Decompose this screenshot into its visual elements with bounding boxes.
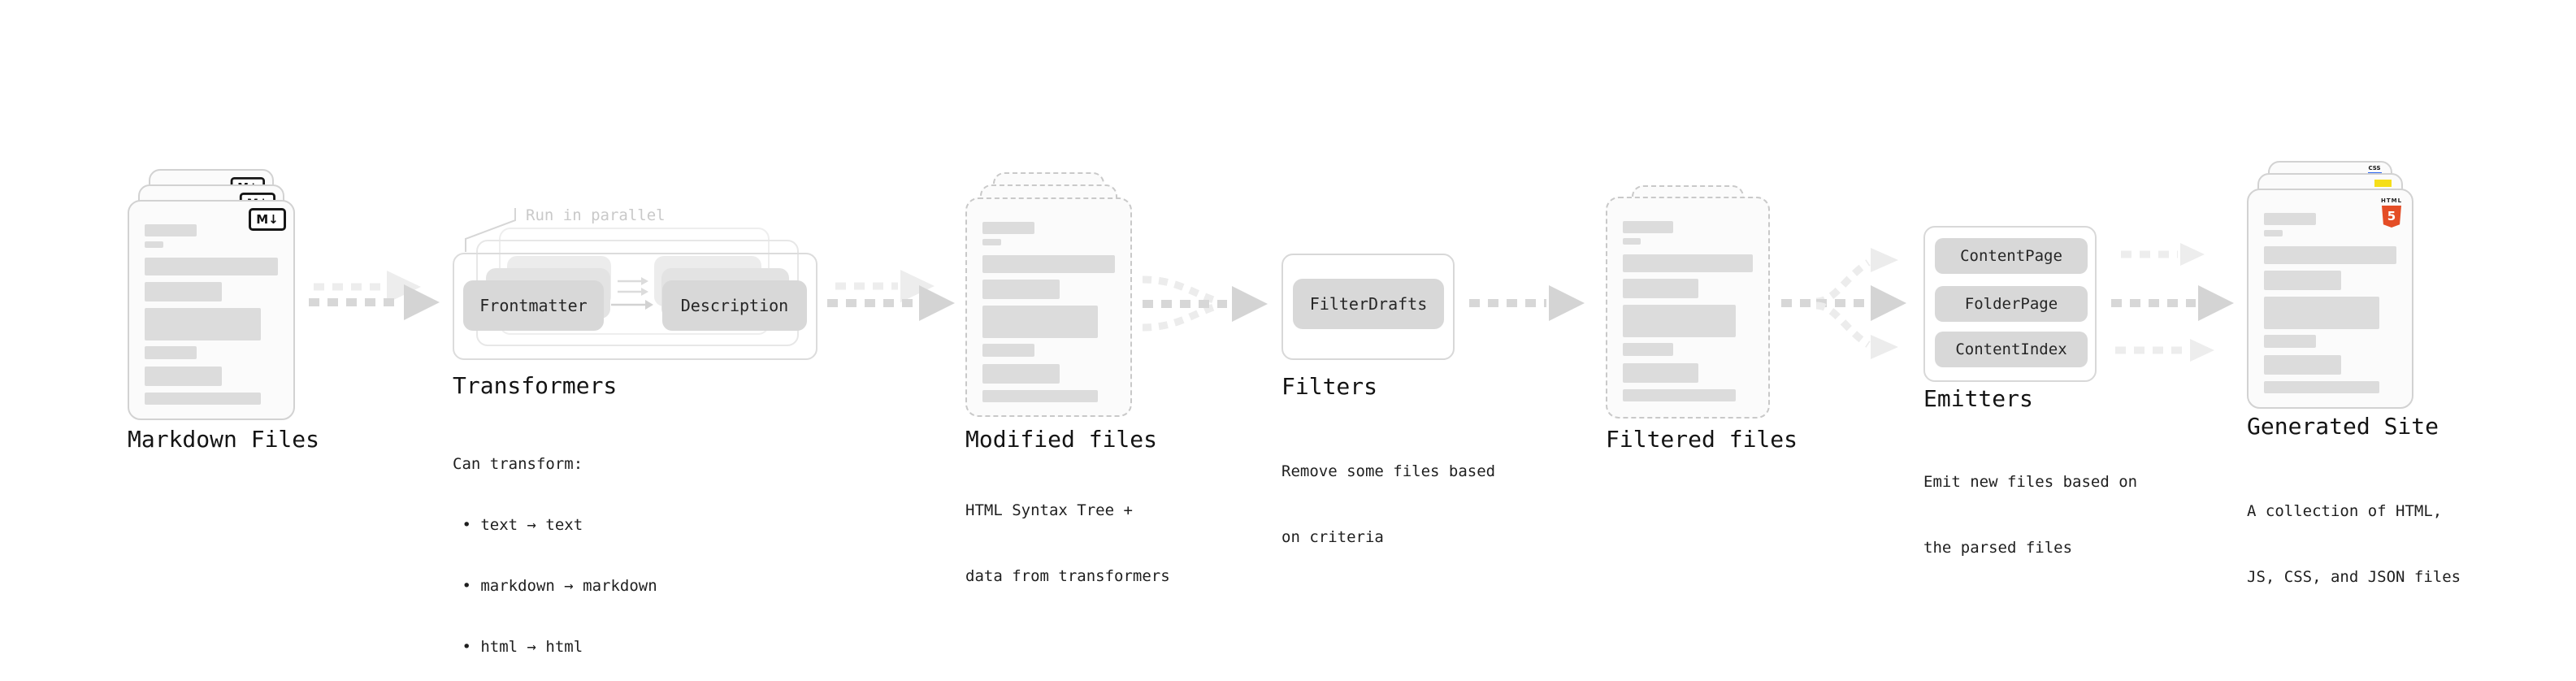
- file-card-front: M↓: [128, 200, 295, 420]
- arrow-filters-to-filtered: [1469, 285, 1585, 321]
- file-card-front: HTML 5: [2247, 189, 2413, 409]
- arrow-transformers-to-modified: [827, 270, 955, 321]
- arrows-emitters-to-site: [2111, 243, 2234, 362]
- file-card-front: [965, 197, 1132, 417]
- stage-label-markdown-files: Markdown Files: [128, 426, 320, 453]
- transformer-box-front: [453, 253, 817, 360]
- stage-label-modified-files: Modified files: [965, 426, 1158, 453]
- stage-description-transformers: Can transform: • text → text • markdown …: [453, 455, 657, 656]
- document-text-placeholder: [2264, 213, 2396, 393]
- markdown-icon: M↓: [249, 208, 286, 231]
- stage-label-filters: Filters: [1281, 373, 1378, 400]
- document-text-placeholder: [1623, 221, 1753, 401]
- stage-description-filters: Remove some files based on criteria: [1281, 462, 1496, 546]
- emitter-node-folderpage: FolderPage: [1935, 286, 2088, 322]
- transformer-node-frontmatter: Frontmatter: [463, 280, 604, 331]
- emitter-node-contentpage: ContentPage: [1935, 238, 2088, 274]
- stage-label-generated-site: Generated Site: [2247, 413, 2439, 440]
- arrow-markdown-to-transformers: [309, 271, 440, 320]
- arrow-fanout-to-emitters: [1781, 248, 1906, 359]
- file-card-front: [1606, 197, 1770, 419]
- js-icon: [2374, 180, 2392, 187]
- arrow-merge-to-filters: [1142, 275, 1268, 332]
- transformer-node-description: Description: [662, 280, 807, 331]
- html5-icon: HTML 5: [2381, 197, 2402, 228]
- stage-description-generated-site: A collection of HTML, JS, CSS, and JSON …: [2247, 502, 2461, 586]
- stage-label-transformers: Transformers: [453, 372, 618, 399]
- document-text-placeholder: [145, 224, 278, 405]
- stage-label-emitters: Emitters: [1923, 385, 2033, 412]
- filter-node-filterdrafts: FilterDrafts: [1293, 279, 1444, 329]
- document-text-placeholder: [982, 222, 1115, 402]
- stage-label-filtered-files: Filtered files: [1606, 426, 1798, 453]
- stage-description-modified-files: HTML Syntax Tree + data from transformer…: [965, 501, 1170, 585]
- parallel-note: Run in parallel: [526, 206, 666, 224]
- stage-description-emitters: Emit new files based on the parsed files: [1923, 473, 2138, 557]
- emitter-node-contentindex: ContentIndex: [1935, 332, 2088, 367]
